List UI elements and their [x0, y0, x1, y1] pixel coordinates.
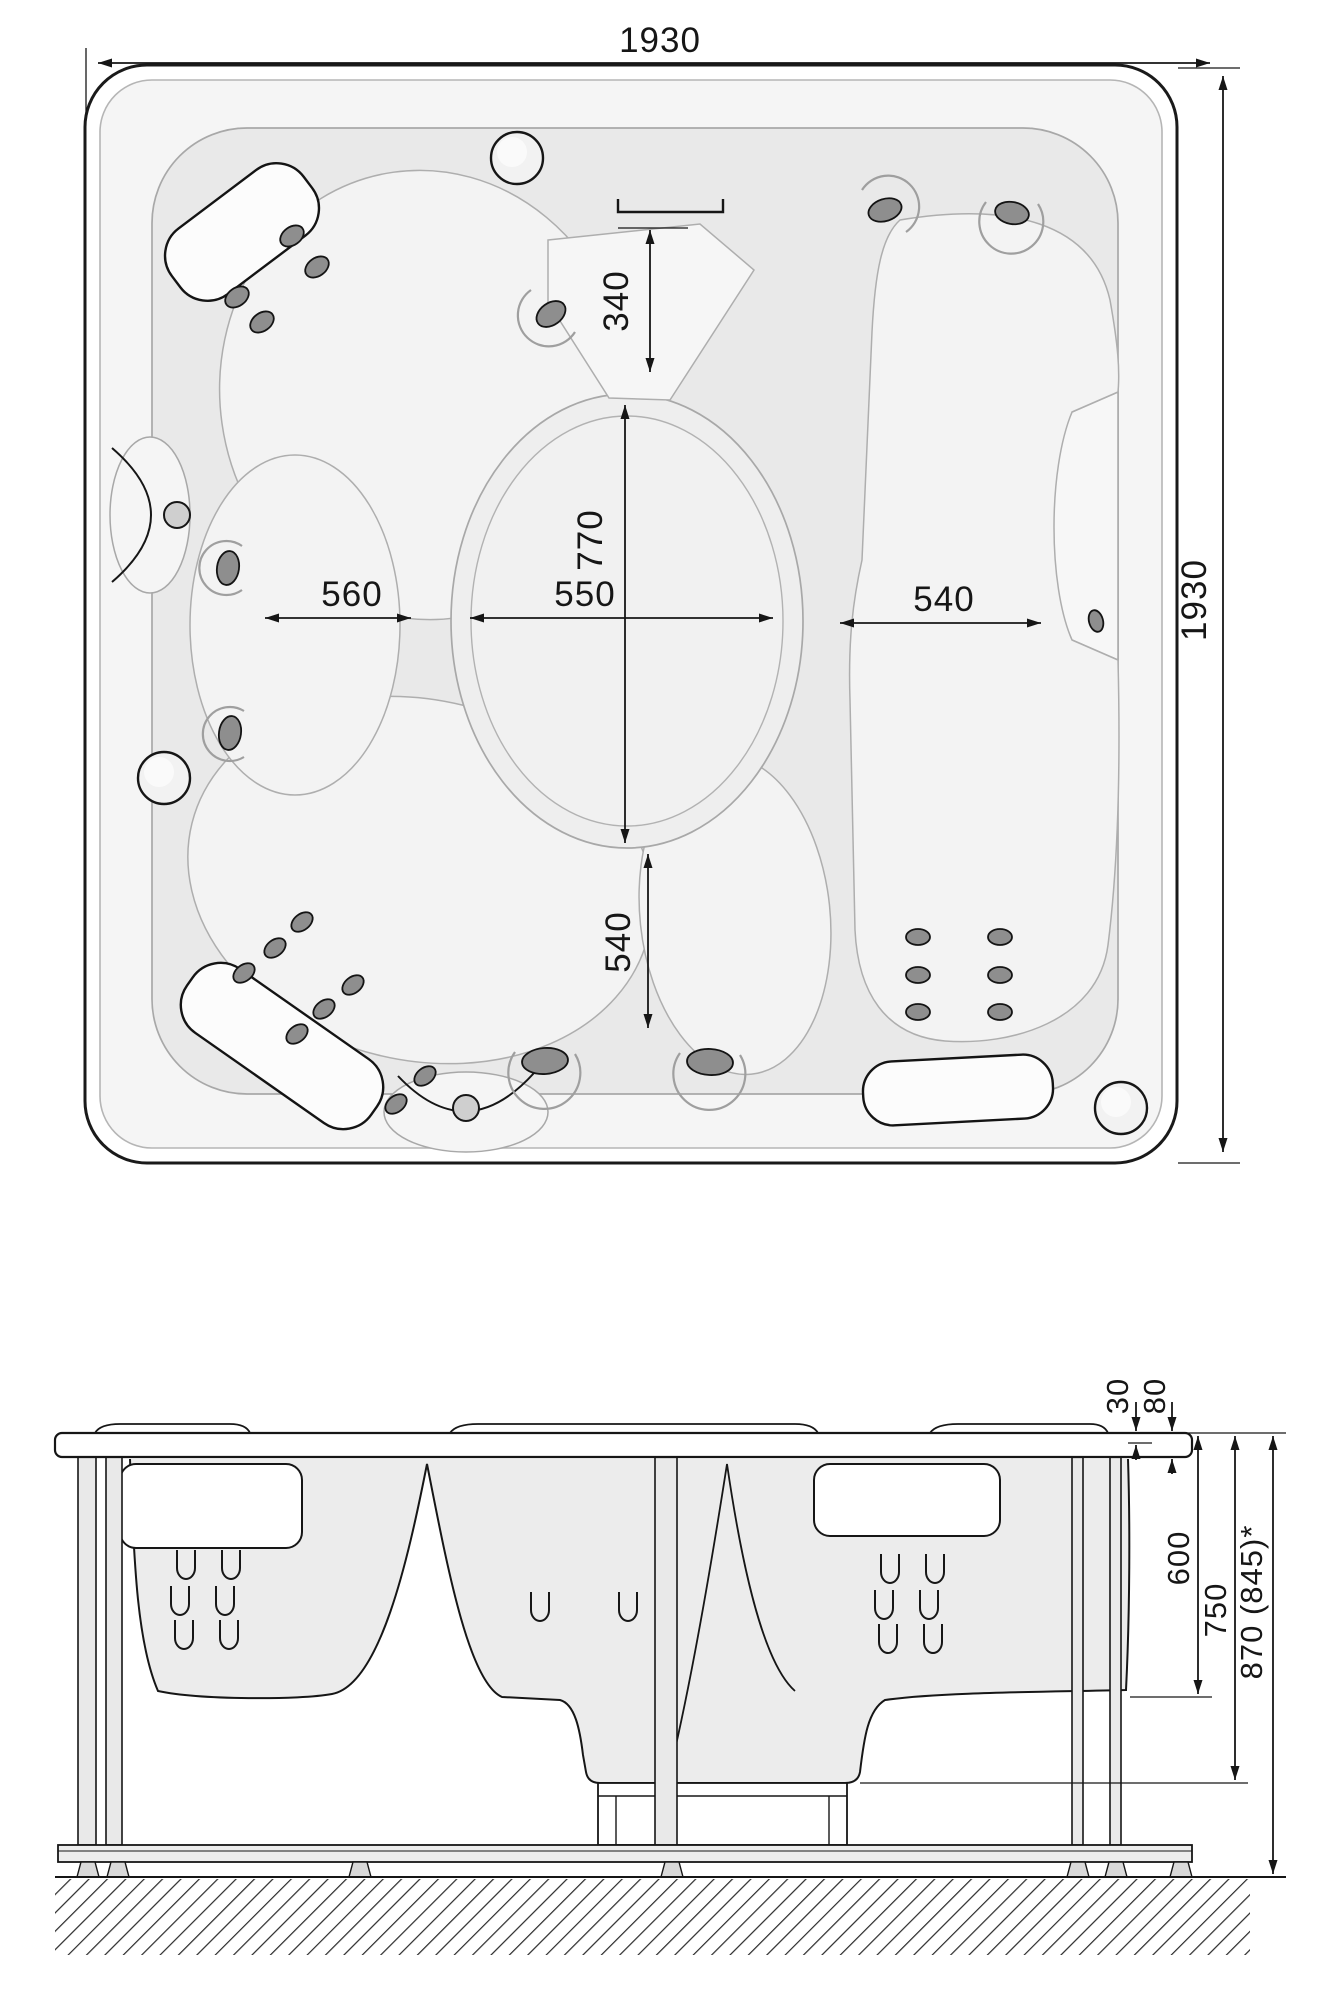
lounger-right	[848, 213, 1120, 1043]
wave-bottom-circle	[452, 1094, 480, 1122]
side-jet	[219, 1620, 239, 1650]
side-jet	[925, 1554, 945, 1584]
dim-30-label: 30	[1100, 1378, 1135, 1414]
headrest-top-left	[163, 162, 321, 302]
dimension-lines	[98, 58, 1278, 1874]
dim-550-label: 550	[554, 575, 615, 614]
jet	[384, 1093, 408, 1115]
jet	[279, 224, 305, 248]
side-jet	[174, 1620, 194, 1650]
side-jet	[618, 1592, 638, 1622]
top-view	[83, 63, 1179, 1165]
dim-870-label: 870 (845)*	[1234, 1525, 1269, 1680]
side-view	[53, 1423, 1286, 1955]
dim-right-depth-label: 1930	[1175, 559, 1214, 641]
side-jet	[874, 1590, 894, 1620]
jet	[312, 998, 336, 1020]
jet	[215, 550, 241, 586]
jet	[987, 1003, 1013, 1021]
jet	[263, 937, 287, 959]
jet	[304, 255, 330, 279]
jet	[987, 966, 1013, 984]
dim-750-label: 750	[1198, 1583, 1233, 1638]
side-headrest-left	[119, 1463, 303, 1549]
frame-foot	[1104, 1861, 1128, 1878]
side-jet	[880, 1554, 900, 1584]
jet	[413, 1065, 437, 1087]
jet	[905, 1003, 931, 1021]
side-headrest-right	[813, 1463, 1001, 1537]
jet	[535, 300, 567, 328]
jet	[867, 197, 903, 223]
side-jet	[530, 1592, 550, 1622]
side-jet	[170, 1586, 190, 1616]
side-jet	[176, 1550, 196, 1580]
wave-left-circle	[163, 501, 191, 529]
headrest-bottom-left	[179, 961, 385, 1131]
jet	[249, 310, 275, 334]
frame-foot	[76, 1861, 100, 1878]
dim-560-label: 560	[321, 575, 382, 614]
dimension-labels: 1930 1930 340 770 560 550 540 540 30 80 …	[321, 21, 1269, 1679]
frame-feet	[76, 1861, 1193, 1878]
side-jets	[170, 1550, 945, 1654]
jet	[290, 911, 314, 933]
headrest-bottom-right	[861, 1053, 1055, 1127]
light-top-center	[489, 130, 545, 186]
dim-340-label: 340	[597, 270, 636, 331]
footwell-oval-inner	[470, 415, 784, 827]
jet	[905, 966, 931, 984]
ground-hatch	[55, 1879, 1250, 1955]
jet	[521, 1047, 569, 1075]
light-left-middle	[136, 750, 192, 806]
light-bottom-right	[1093, 1080, 1149, 1136]
frame-posts	[77, 1456, 1122, 1846]
side-jet	[878, 1624, 898, 1654]
frame-foot	[106, 1861, 130, 1878]
footwell-pedestal	[597, 1782, 848, 1846]
dim-80-label: 80	[1137, 1378, 1172, 1414]
extension-lines	[85, 48, 1286, 1784]
jet	[224, 285, 250, 309]
jet	[905, 928, 931, 946]
frame-foot	[660, 1861, 684, 1878]
frame-foot	[348, 1861, 372, 1878]
side-jet	[919, 1590, 939, 1620]
rim-slab	[53, 1431, 1194, 1459]
bottom-rail	[57, 1844, 1193, 1863]
jets	[215, 197, 1105, 1115]
side-jet	[923, 1624, 943, 1654]
frame-foot	[1169, 1861, 1193, 1878]
frame-foot	[1066, 1861, 1090, 1878]
jet	[341, 974, 365, 996]
jet	[232, 962, 256, 984]
jet	[285, 1023, 309, 1045]
dim-top-width-label: 1930	[619, 21, 701, 60]
top-bracket	[616, 199, 725, 214]
side-jet	[215, 1586, 235, 1616]
dim-540-right-label: 540	[913, 580, 974, 619]
shell-partition-spire	[667, 1463, 796, 1780]
jet	[1087, 609, 1105, 633]
shell-outline	[129, 1458, 1131, 1784]
jet-surrounds	[198, 174, 1045, 1111]
dim-600-label: 600	[1161, 1531, 1196, 1586]
jet	[686, 1048, 734, 1076]
side-jet	[221, 1550, 241, 1580]
wave-left	[111, 447, 152, 583]
rim-bumps	[93, 1423, 1110, 1434]
jet	[994, 200, 1030, 226]
dim-540-bottom-label: 540	[599, 911, 638, 972]
jet	[217, 715, 243, 751]
dim-770-label: 770	[571, 509, 610, 570]
jet	[987, 928, 1013, 946]
